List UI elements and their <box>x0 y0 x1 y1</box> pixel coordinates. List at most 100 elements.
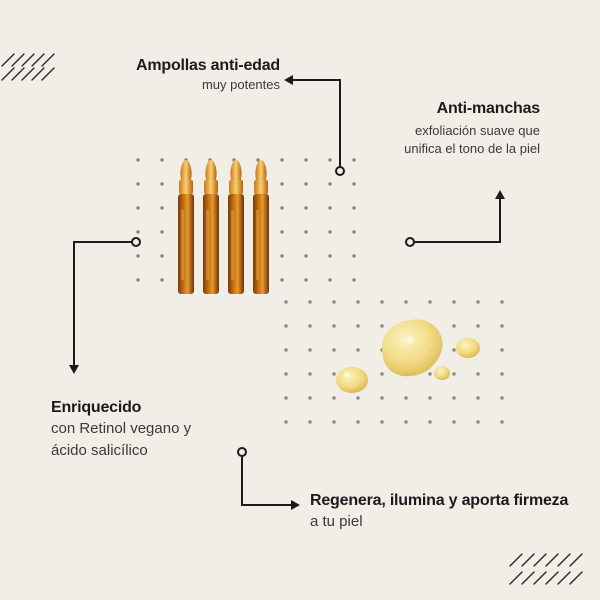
callout-regenera-title: Regenera, ilumina y aporta firmeza <box>310 492 569 509</box>
grid-dot <box>500 420 504 424</box>
grid-dot <box>500 324 504 328</box>
connector-regenera <box>241 452 292 506</box>
arrowhead-enriquecido <box>69 365 79 374</box>
ampoule-set-image <box>178 160 269 294</box>
serum-drop-small <box>434 366 450 380</box>
callout-antimanchas-line1: exfoliación suave que <box>414 123 540 138</box>
serum-drop-large <box>381 319 443 377</box>
grid-dot <box>160 206 164 210</box>
grid-dot <box>304 182 308 186</box>
grid-dot <box>280 254 284 258</box>
grid-dot <box>500 372 504 376</box>
grid-dot <box>352 230 356 234</box>
ampoule-1 <box>178 160 194 294</box>
grid-dot <box>304 158 308 162</box>
hatch-top-left <box>1 53 55 81</box>
grid-dot <box>136 254 140 258</box>
grid-dot <box>284 396 288 400</box>
grid-dot <box>284 300 288 304</box>
grid-dot <box>332 396 336 400</box>
callout-enriquecido-line2: ácido salicílico <box>51 442 148 459</box>
grid-dot <box>452 420 456 424</box>
grid-dot <box>452 348 456 352</box>
grid-dot <box>284 324 288 328</box>
callout-antimanchas-title: Anti-manchas <box>436 100 541 117</box>
grid-dot <box>332 420 336 424</box>
serum-drops-image <box>336 319 480 393</box>
grid-dot <box>356 396 360 400</box>
grid-dot <box>428 396 432 400</box>
grid-dot <box>328 206 332 210</box>
grid-dot <box>404 396 408 400</box>
grid-dot <box>256 158 260 162</box>
grid-dot <box>352 206 356 210</box>
grid-dot <box>136 230 140 234</box>
grid-dot <box>308 348 312 352</box>
grid-dot <box>404 300 408 304</box>
grid-dot <box>500 348 504 352</box>
grid-dot <box>332 324 336 328</box>
grid-dot <box>308 420 312 424</box>
grid-dot <box>160 254 164 258</box>
arrowhead-antimanchas <box>495 190 505 199</box>
ampoule-4 <box>253 160 269 294</box>
grid-dot <box>284 348 288 352</box>
callout-ampollas-subtitle: muy potentes <box>201 77 280 92</box>
grid-dot <box>304 254 308 258</box>
callout-antimanchas-line2: unifica el tono de la piel <box>404 141 540 156</box>
grid-dot <box>380 324 384 328</box>
grid-dot <box>136 278 140 282</box>
grid-dot <box>308 324 312 328</box>
grid-dot <box>328 182 332 186</box>
serum-drop-right <box>456 338 480 358</box>
grid-dot <box>428 420 432 424</box>
grid-dot <box>356 324 360 328</box>
grid-dot <box>500 396 504 400</box>
grid-dot <box>332 348 336 352</box>
grid-dot <box>328 158 332 162</box>
grid-dot <box>304 278 308 282</box>
grid-dot <box>160 278 164 282</box>
connector-ampollas <box>292 79 341 170</box>
grid-dot <box>332 372 336 376</box>
grid-dot <box>452 372 456 376</box>
grid-dot <box>136 206 140 210</box>
grid-dot <box>476 300 480 304</box>
grid-dot <box>304 206 308 210</box>
grid-dot <box>476 396 480 400</box>
grid-dot <box>428 300 432 304</box>
grid-dot <box>280 230 284 234</box>
grid-dot <box>136 182 140 186</box>
grid-dot <box>352 254 356 258</box>
grid-dot <box>284 372 288 376</box>
grid-dot <box>308 396 312 400</box>
grid-dot <box>352 182 356 186</box>
grid-dot <box>380 396 384 400</box>
grid-dot <box>452 300 456 304</box>
grid-dot <box>428 372 432 376</box>
ampoule-2 <box>203 160 219 294</box>
connector-antimanchas <box>410 198 501 243</box>
anchor-enriquecido <box>131 237 141 247</box>
grid-dot <box>136 158 140 162</box>
grid-dot <box>328 254 332 258</box>
grid-dot <box>328 278 332 282</box>
grid-dot <box>284 420 288 424</box>
grid-dot <box>476 372 480 376</box>
callout-enriquecido-line1: con Retinol vegano y <box>51 420 192 437</box>
grid-dot <box>332 300 336 304</box>
grid-dot <box>280 182 284 186</box>
callout-ampollas-title: Ampollas anti-edad <box>136 57 280 74</box>
grid-dot <box>352 158 356 162</box>
dot-grid-top <box>136 158 356 282</box>
anchor-regenera <box>237 447 247 457</box>
ampoule-3 <box>228 160 244 294</box>
callout-enriquecido-title: Enriquecido <box>51 399 142 416</box>
anchor-ampollas <box>335 166 345 176</box>
grid-dot <box>380 300 384 304</box>
arrowhead-ampollas <box>284 75 293 85</box>
grid-dot <box>476 420 480 424</box>
grid-dot <box>476 324 480 328</box>
grid-dot <box>452 396 456 400</box>
